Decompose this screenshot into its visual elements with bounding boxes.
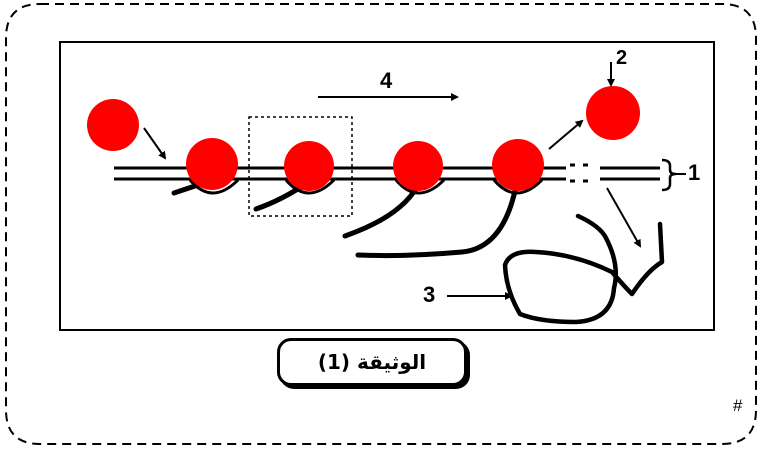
ribosome-released: [586, 86, 640, 140]
ribosome-2: [284, 141, 334, 191]
arrows: [143, 62, 641, 300]
caption-box: الوثيقة (1): [277, 338, 467, 386]
corner-hash-mark: #: [733, 396, 743, 415]
label-protein-number: 3: [423, 282, 436, 307]
ribosome-4: [492, 139, 544, 191]
arrow-ribosome-joining: [143, 127, 167, 160]
released-protein: [502, 213, 665, 325]
arrow-protein-release: [606, 187, 641, 248]
ribosomes: [87, 86, 640, 191]
label-released-subunit-number: 2: [616, 47, 628, 69]
ribosome-1: [186, 138, 238, 190]
caption-text: الوثيقة (1): [317, 350, 427, 374]
dashed-selection-box: [248, 116, 353, 217]
label-direction-number: 4: [380, 68, 393, 93]
mrna-gap-marks: [570, 163, 588, 183]
ribosome-free-left: [87, 99, 139, 151]
arrow-ribosome-release: [548, 119, 584, 150]
ribosome-3: [393, 141, 443, 191]
label-mrna-number: 1: [688, 160, 701, 185]
